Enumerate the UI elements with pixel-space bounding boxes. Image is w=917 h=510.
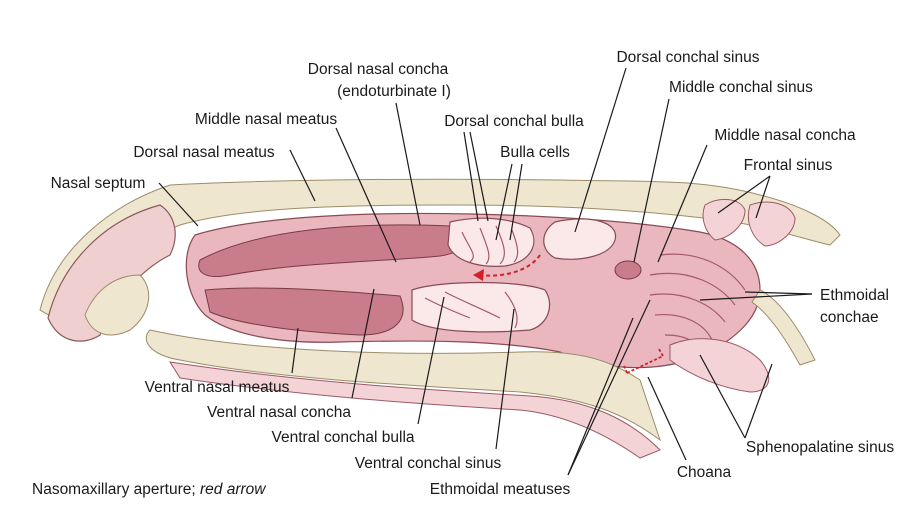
middle-conchal-sinus-opening bbox=[614, 260, 642, 280]
dorsal-concha-body bbox=[198, 224, 469, 277]
frontal-sinus-cavity-1 bbox=[702, 198, 746, 241]
dorsal-conchal-bulla-window bbox=[447, 217, 535, 267]
leader-ventral-nasal-concha bbox=[351, 288, 375, 399]
oral-mucosa bbox=[168, 361, 661, 459]
label-nasomaxillary-aperture: Nasomaxillary aperture; red arrow bbox=[32, 481, 267, 498]
dorsal-bone-outline bbox=[39, 178, 841, 331]
leader-ventral-conchal-sinus bbox=[495, 308, 515, 450]
incisive-bone bbox=[84, 274, 150, 336]
label-ethmoidal-meatuses: Ethmoidal meatuses bbox=[430, 481, 571, 498]
ethmoidal-conchae-folds bbox=[649, 253, 746, 356]
ventral-conchal-window bbox=[411, 281, 551, 333]
red-arrow-head bbox=[473, 269, 484, 281]
nasomaxillary-red-arrow bbox=[479, 254, 541, 277]
label-sphenopalatine-sinus: Sphenopalatine sinus bbox=[746, 439, 894, 456]
leader-bulla-cells-a bbox=[495, 163, 513, 241]
leader-frontal-sinus-a bbox=[717, 175, 771, 214]
label-ventral-conchal-bulla: Ventral conchal bulla bbox=[271, 429, 414, 446]
label-dorsal-nasal-concha: Dorsal nasal concha bbox=[308, 61, 449, 78]
label-choana: Choana bbox=[677, 464, 732, 481]
hard-palate bbox=[145, 329, 661, 442]
leader-middle-conchal-sinus bbox=[633, 98, 670, 263]
leader-ventral-conchal-bulla bbox=[417, 296, 445, 425]
leader-frontal-sinus-b bbox=[755, 175, 771, 219]
ventral-concha-body bbox=[204, 287, 404, 336]
leader-middle-nasal-meatus bbox=[335, 127, 397, 263]
leader-ethmoidal-conchae-a bbox=[744, 291, 813, 295]
rostral-cartilage bbox=[47, 204, 176, 342]
leader-ventral-nasal-meatus bbox=[291, 327, 299, 374]
label-conchae: conchae bbox=[820, 309, 879, 326]
leader-choana bbox=[647, 376, 687, 461]
leader-dorsal-nasal-concha bbox=[395, 102, 421, 226]
leader-sphenopalatine-sinus-b bbox=[744, 363, 773, 439]
leader-ethmoidal-meatuses-b bbox=[567, 299, 651, 476]
label-bulla-cells: Bulla cells bbox=[500, 144, 570, 161]
label-ventral-nasal-concha: Ventral nasal concha bbox=[207, 404, 351, 421]
caudal-bone-wall bbox=[751, 289, 816, 366]
label-endoturbinate: (endoturbinate I) bbox=[337, 83, 451, 100]
label-ventral-nasal-meatus: Ventral nasal meatus bbox=[145, 379, 290, 396]
label-dorsal-conchal-sinus: Dorsal conchal sinus bbox=[616, 49, 759, 66]
leader-middle-nasal-concha bbox=[657, 144, 708, 263]
label-dorsal-conchal-bulla: Dorsal conchal bulla bbox=[444, 113, 584, 130]
leader-dorsal-nasal-meatus bbox=[289, 149, 316, 202]
red-arrow-text: red arrow bbox=[200, 481, 267, 498]
nasomaxillary-text: Nasomaxillary aperture; bbox=[32, 481, 200, 498]
label-frontal-sinus: Frontal sinus bbox=[744, 157, 833, 174]
leader-nasal-septum bbox=[158, 182, 199, 227]
ventral-bulla-folds bbox=[424, 291, 518, 329]
frontal-sinus-cavity-2 bbox=[747, 201, 796, 247]
label-ventral-conchal-sinus: Ventral conchal sinus bbox=[355, 455, 502, 472]
label-middle-nasal-concha: Middle nasal concha bbox=[714, 127, 856, 144]
leader-lines bbox=[158, 67, 813, 476]
leader-ethmoidal-meatuses-a bbox=[567, 317, 634, 476]
label-dorsal-nasal-meatus: Dorsal nasal meatus bbox=[133, 144, 275, 161]
anatomy-illustration bbox=[39, 178, 841, 459]
leader-dorsal-conchal-bulla-a bbox=[463, 131, 479, 222]
labels: Dorsal nasal concha (endoturbinate I) Mi… bbox=[32, 49, 894, 498]
leader-ethmoidal-conchae-b bbox=[699, 293, 813, 301]
leader-bulla-cells-b bbox=[509, 163, 523, 241]
leader-dorsal-conchal-sinus bbox=[574, 67, 627, 233]
label-middle-conchal-sinus: Middle conchal sinus bbox=[669, 79, 813, 96]
leader-sphenopalatine-sinus-a bbox=[699, 354, 746, 439]
label-ethmoidal: Ethmoidal bbox=[820, 287, 889, 304]
dorsal-conchal-sinus-window bbox=[543, 218, 617, 260]
choana-bracket bbox=[623, 348, 664, 374]
label-middle-nasal-meatus: Middle nasal meatus bbox=[195, 111, 337, 128]
bulla-cell-folds bbox=[461, 225, 519, 265]
sphenopalatine-sinus-cavity bbox=[669, 338, 770, 393]
leader-dorsal-conchal-bulla-b bbox=[469, 131, 489, 222]
label-nasal-septum: Nasal septum bbox=[51, 175, 146, 192]
